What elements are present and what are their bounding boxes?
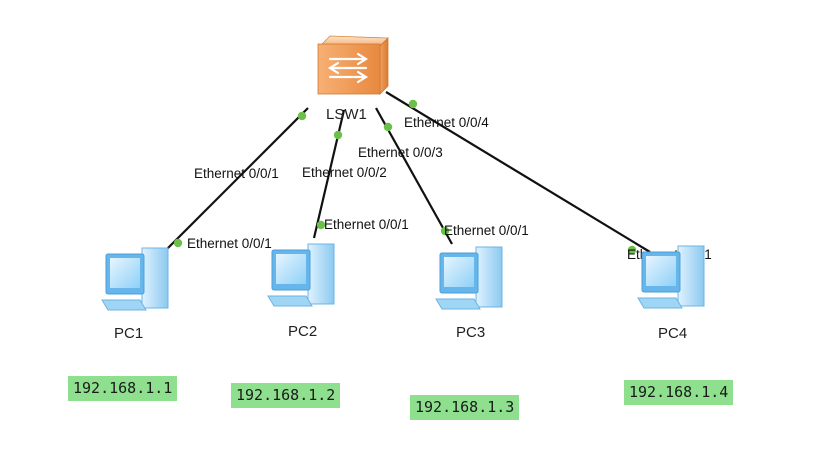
switch-name: LSW1	[326, 106, 367, 123]
port-label-pc2: Ethernet 0/0/1	[324, 217, 409, 232]
pc-node-pc4[interactable]: PC4	[637, 245, 705, 342]
pc-node-pc1[interactable]: PC1	[101, 247, 169, 342]
port-dot-pc4	[627, 245, 637, 255]
port-label-lsw1-e004: Ethernet 0/0/4	[404, 115, 489, 130]
pc-icon	[435, 246, 503, 310]
pc-icon	[101, 247, 169, 311]
pc-icon	[267, 243, 335, 307]
port-label-lsw1-e002: Ethernet 0/0/2	[302, 165, 387, 180]
ip-label-pc3: 192.168.1.3	[410, 395, 520, 420]
port-dot-lsw1-e004	[408, 99, 418, 109]
port-label-lsw1-e001: Ethernet 0/0/1	[194, 166, 279, 181]
pc-name: PC3	[456, 324, 485, 341]
pc-node-pc3[interactable]: PC3	[435, 246, 503, 341]
pc-name: PC4	[658, 325, 687, 342]
port-label-pc1: Ethernet 0/0/1	[187, 236, 272, 251]
pc-icon	[637, 245, 705, 309]
pc-name: PC2	[288, 323, 317, 340]
port-dot-pc2	[316, 220, 326, 230]
port-dot-lsw1-e003	[383, 122, 393, 132]
port-dot-lsw1-e001	[297, 111, 307, 121]
link-pc4[interactable]	[385, 91, 651, 253]
link-pc1[interactable]	[163, 107, 309, 253]
switch-lsw1[interactable]: LSW1	[317, 35, 389, 123]
pc-node-pc2[interactable]: PC2	[267, 243, 335, 340]
port-label-lsw1-e003: Ethernet 0/0/3	[358, 145, 443, 160]
ip-label-pc1: 192.168.1.1	[68, 376, 178, 401]
port-dot-pc3	[440, 226, 450, 236]
port-dot-lsw1-e002	[333, 130, 343, 140]
port-dot-pc1	[173, 238, 183, 248]
ip-label-pc4: 192.168.1.4	[624, 380, 734, 405]
ip-label-pc2: 192.168.1.2	[231, 383, 341, 408]
port-label-pc3: Ethernet 0/0/1	[444, 223, 529, 238]
switch-icon	[317, 35, 389, 95]
port-dots	[173, 99, 637, 255]
pc-name: PC1	[114, 325, 143, 342]
